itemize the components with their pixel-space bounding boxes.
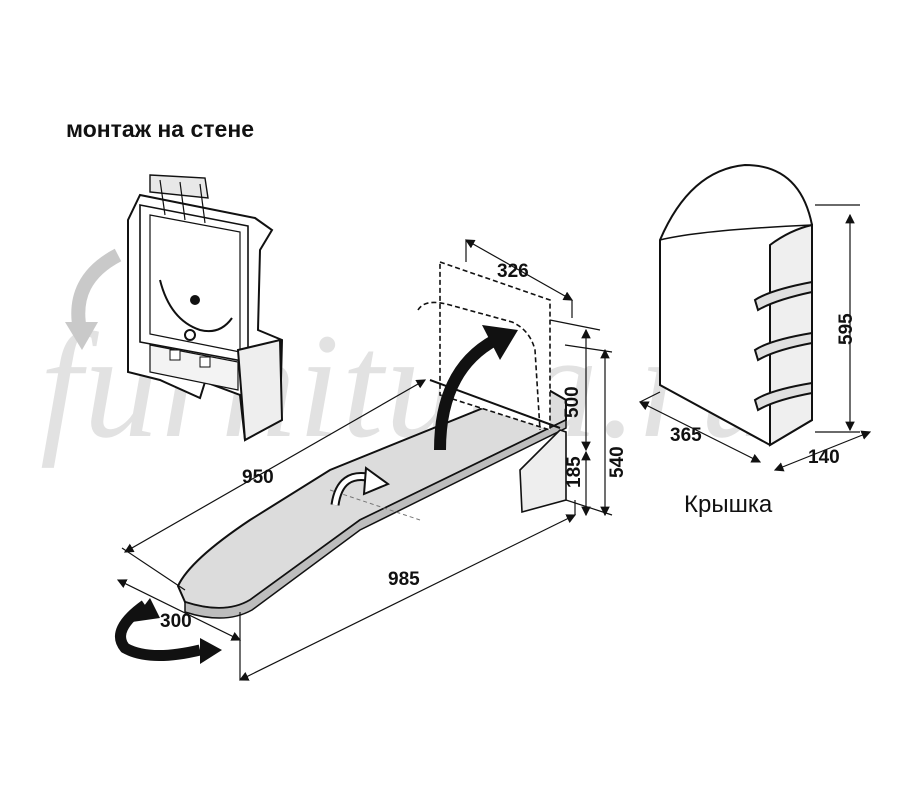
fold-rotation-arrow: [65, 248, 122, 350]
ironing-board: [176, 383, 567, 619]
folded-unit: [127, 174, 284, 442]
cover-dimension-lines: [638, 204, 872, 472]
dim-540: 540: [607, 446, 628, 478]
dim-140: 140: [808, 447, 840, 468]
dim-500: 500: [562, 386, 583, 418]
dimension-lines: [116, 239, 613, 681]
dim-950: 950: [242, 467, 274, 488]
cover: [659, 163, 813, 447]
dim-985: 985: [388, 569, 420, 590]
dim-326: 326: [497, 261, 529, 282]
cover-caption: Крышка: [684, 491, 773, 518]
dim-185: 185: [564, 456, 585, 488]
dim-595: 595: [836, 313, 857, 345]
dim-300: 300: [160, 611, 192, 632]
wall-mount-heading: монтаж на стене: [66, 116, 255, 142]
lift-arrow: [434, 325, 518, 451]
dim-365: 365: [670, 425, 702, 446]
